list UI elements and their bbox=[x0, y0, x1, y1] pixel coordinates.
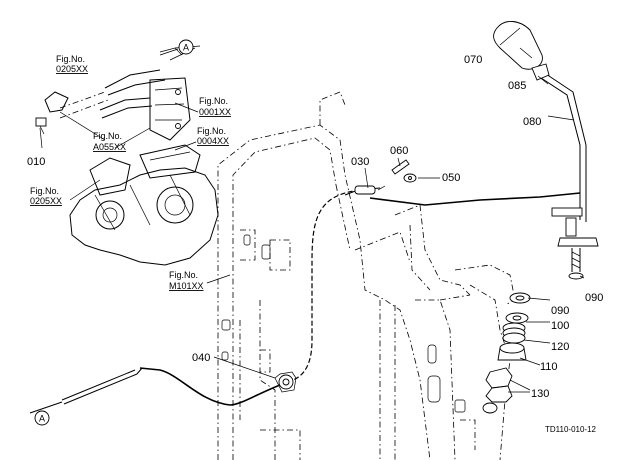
fig-ref-0205xx-bottom: Fig.No. 0205XX bbox=[30, 186, 62, 206]
part-number-090-left: 090 bbox=[551, 305, 569, 317]
part-number-060: 060 bbox=[390, 145, 408, 157]
fig-ref-line2: 0205XX bbox=[56, 64, 88, 74]
fig-ref-line2: 0004XX bbox=[197, 136, 229, 146]
callout-a-label: A bbox=[39, 414, 45, 424]
small-parts bbox=[391, 159, 417, 183]
fig-ref-line1: Fig.No. bbox=[199, 96, 228, 106]
fig-ref-line1: Fig.No. bbox=[197, 126, 226, 136]
leader-lines bbox=[39, 45, 585, 393]
fig-ref-line2: M101XX bbox=[169, 281, 204, 291]
cable-040 bbox=[29, 189, 361, 414]
fig-ref-a055xx: Fig.No. A055XX bbox=[93, 131, 126, 152]
part-number-070: 070 bbox=[464, 54, 482, 66]
shift-cable bbox=[344, 185, 581, 206]
part-number-050: 050 bbox=[442, 172, 460, 184]
fig-ref-m101xx: Fig.No. M101XX bbox=[169, 270, 204, 291]
fig-ref-line1: Fig.No. bbox=[56, 54, 85, 64]
fig-ref-0001xx: Fig.No. 0001XX bbox=[199, 96, 231, 117]
main-frame bbox=[217, 91, 516, 460]
part-number-040: 040 bbox=[192, 352, 210, 364]
part-number-120: 120 bbox=[551, 341, 569, 353]
fig-ref-line1: Fig.No. bbox=[169, 270, 198, 280]
fig-ref-line2: 0001XX bbox=[199, 107, 231, 117]
fig-ref-line2: A055XX bbox=[93, 142, 126, 152]
callout-a-top: A bbox=[159, 39, 194, 56]
parts-stack bbox=[482, 292, 531, 414]
part-number-110: 110 bbox=[540, 361, 558, 373]
fig-ref-line1: Fig.No. bbox=[93, 131, 122, 141]
part-number-130: 130 bbox=[531, 388, 549, 400]
engine-assembly bbox=[35, 47, 219, 266]
part-number-080: 080 bbox=[523, 116, 541, 128]
part-number-010: 010 bbox=[27, 156, 45, 168]
fig-ref-line2: 0205XX bbox=[30, 196, 62, 206]
part-number-030: 030 bbox=[351, 156, 369, 168]
part-number-100: 100 bbox=[551, 320, 569, 332]
callout-a-label: A bbox=[183, 43, 189, 53]
part-number-085: 085 bbox=[508, 80, 526, 92]
part-number-090-right: 090 bbox=[585, 292, 603, 304]
fig-ref-line1: Fig.No. bbox=[30, 186, 59, 196]
fig-ref-0004xx: Fig.No. 0004XX bbox=[197, 126, 229, 146]
fig-ref-0205xx-top: Fig.No. 0205XX bbox=[56, 54, 88, 74]
drawing-code: TD110-010-12 bbox=[545, 425, 597, 434]
callout-a-bottom: A bbox=[34, 410, 50, 426]
shift-lever bbox=[493, 21, 599, 280]
